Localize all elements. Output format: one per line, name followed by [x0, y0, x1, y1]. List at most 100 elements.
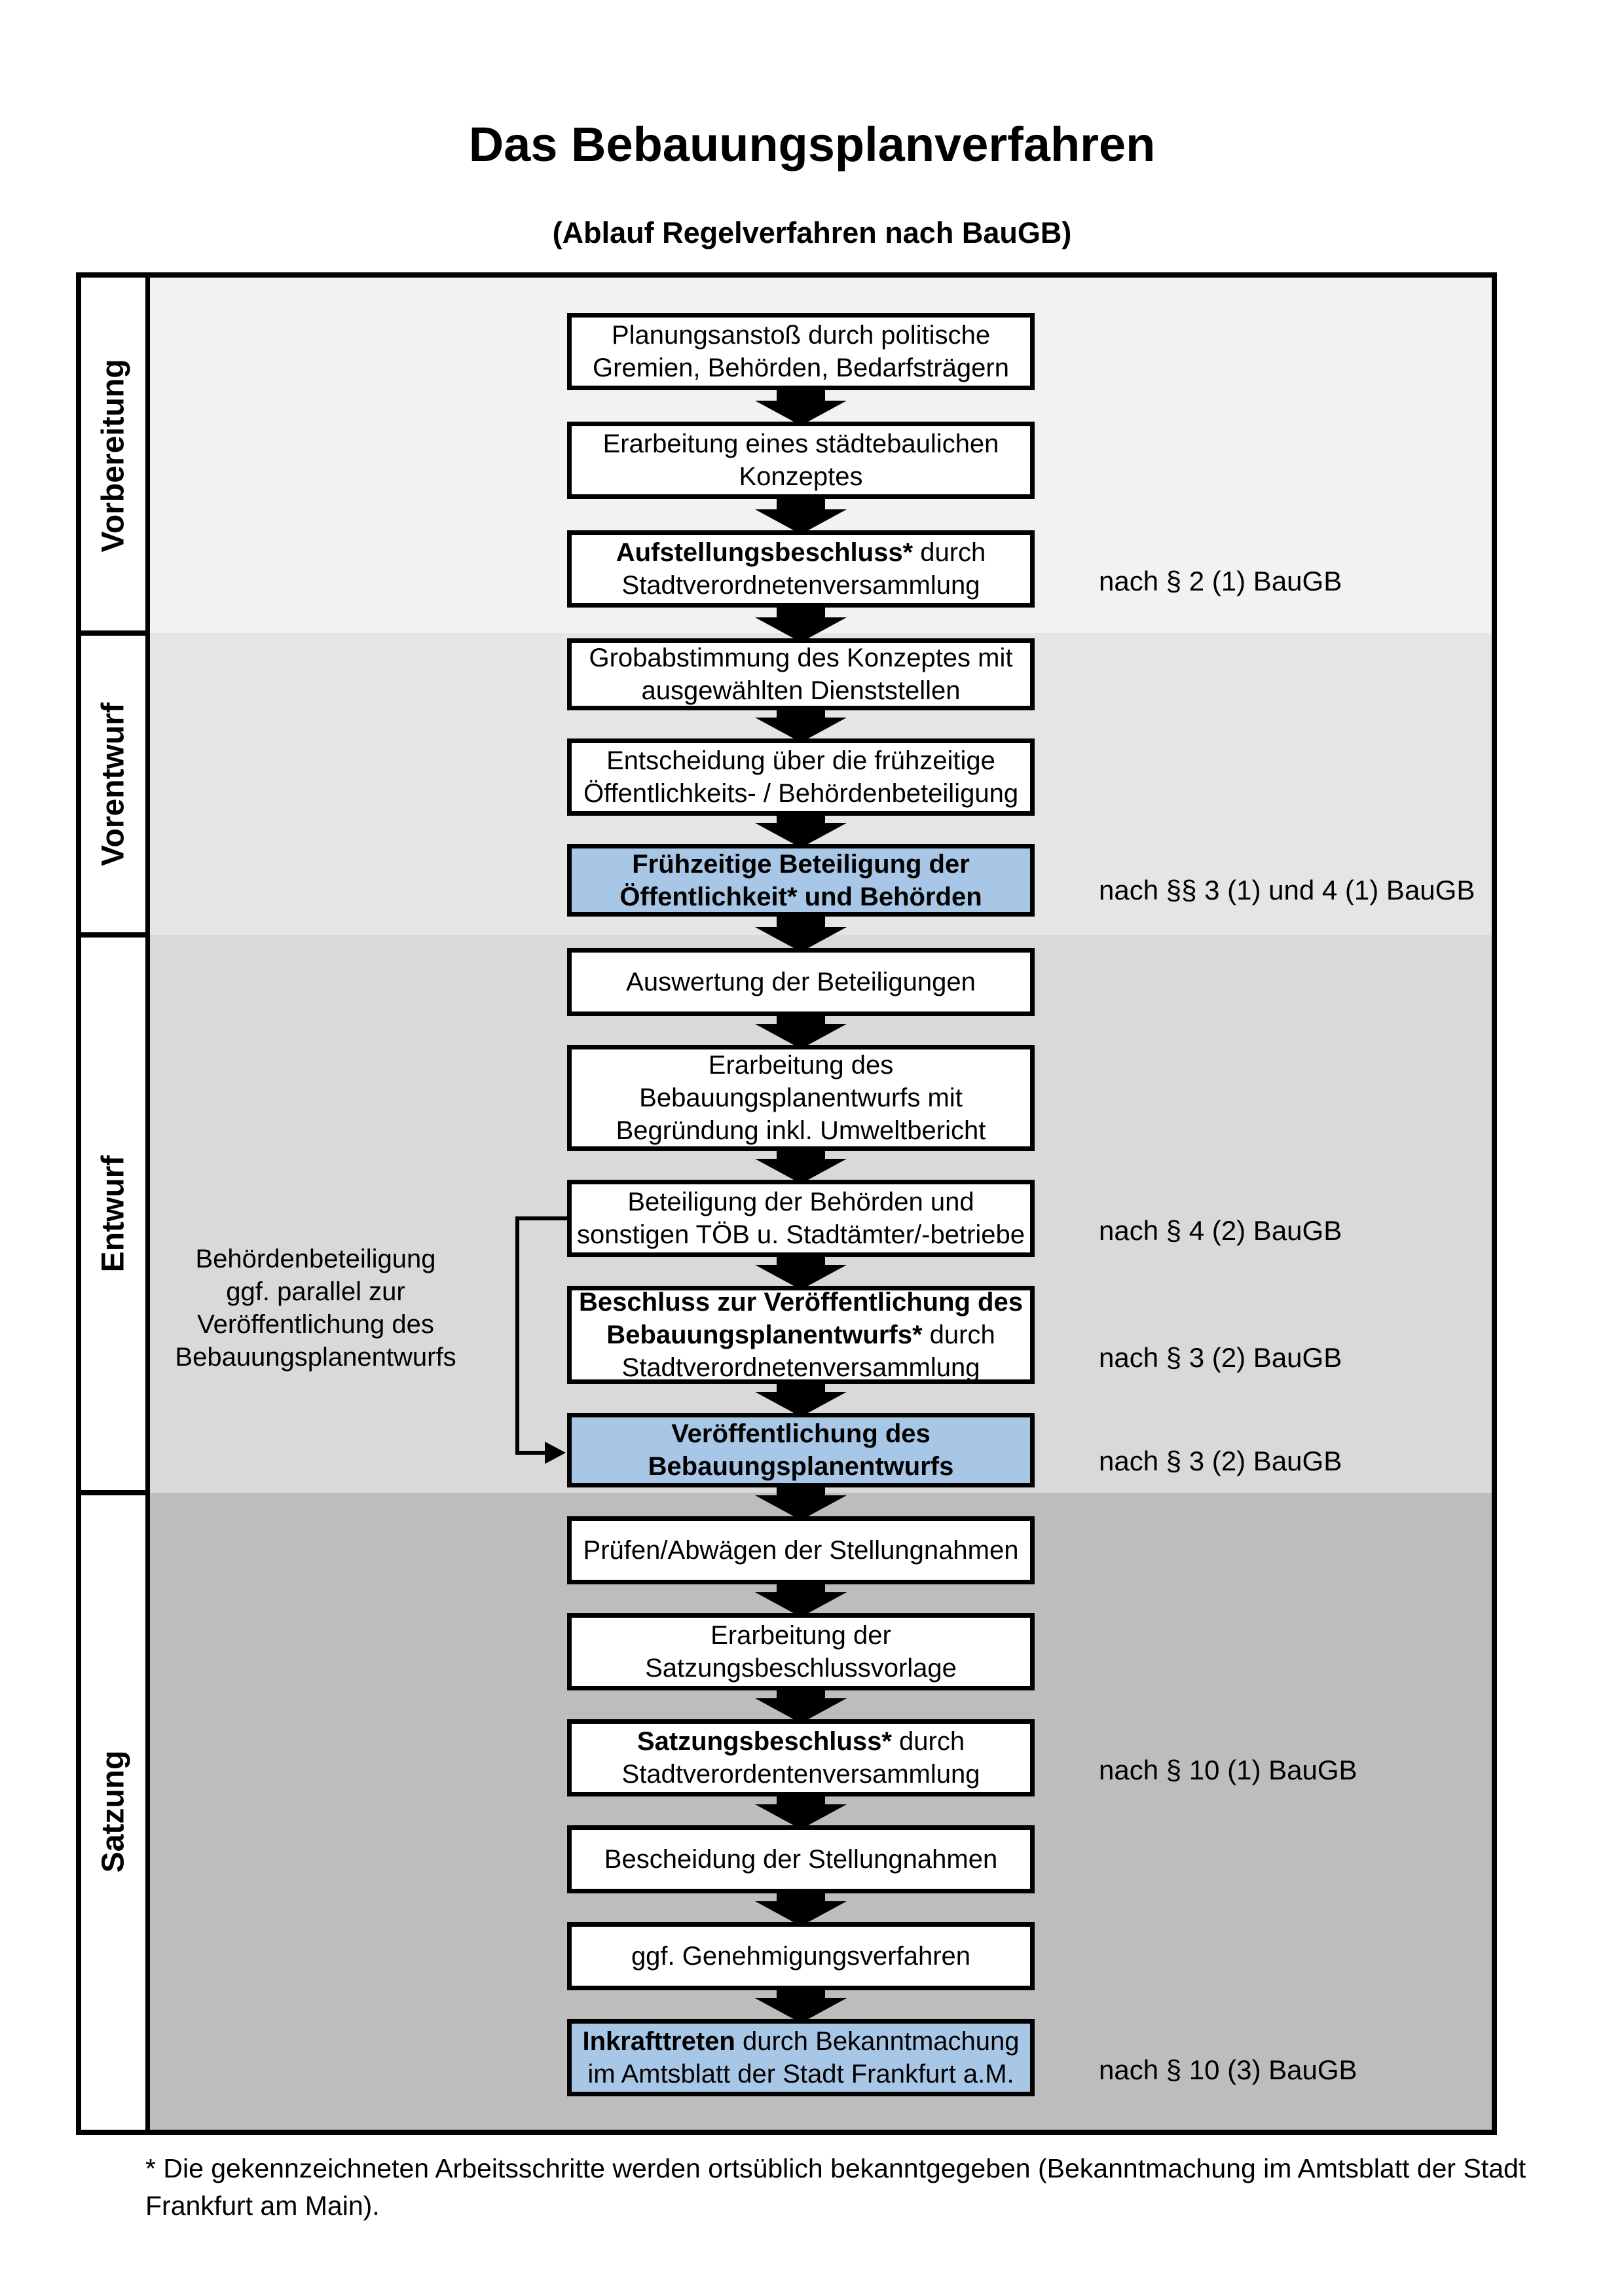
flow-step: Auswertung der Beteiligungen [567, 948, 1035, 1016]
step-text-line: Satzungsbeschluss* durch [637, 1727, 965, 1756]
arrow-head [755, 1901, 847, 1926]
step-text-line: Öffentlichkeits- / Behördenbeteiligung [583, 779, 1019, 808]
step-text-line: Veröffentlichung des [671, 1419, 931, 1448]
annotation-line: Bebauungsplanentwurfs [175, 1343, 456, 1372]
arrow-shaft [777, 812, 825, 823]
step-text-line: sonstigen TÖB u. Stadtämter/-betriebe [576, 1220, 1025, 1249]
phase-divider [81, 932, 145, 938]
step-text-line: Entscheidung über die frühzeitige [606, 746, 995, 775]
step-text-line: Beteiligung der Behörden und [627, 1188, 974, 1216]
arrow-head [755, 823, 847, 848]
step-text-line: Begründung inkl. Umweltbericht [616, 1116, 986, 1145]
arrow-shaft [777, 386, 825, 401]
step-text-line: Stadtverordentenversammlung [621, 1760, 980, 1789]
footnote: * Die gekennzeichneten Arbeitsschritte w… [145, 2150, 1534, 2225]
arrow-shaft [777, 1253, 825, 1265]
arrow-shaft [777, 1686, 825, 1698]
arrow-head [755, 509, 847, 534]
step-text-line: ausgewählten Dienststellen [641, 676, 961, 705]
arrow-head [755, 1998, 847, 2023]
step-text-line: Frühzeitige Beteiligung der [632, 849, 970, 879]
connector-horizontal-bottom [515, 1451, 547, 1455]
step-text-line: Erarbeitung der [710, 1621, 891, 1650]
step-text-line: Grobabstimmung des Konzeptes mit [589, 644, 1013, 672]
annotation-line: Veröffentlichung des [197, 1310, 434, 1339]
flow-step-highlighted: Inkrafttreten durch Bekanntmachung im Amt… [567, 2019, 1035, 2096]
step-text-line: Bescheidung der Stellungnahmen [604, 1845, 998, 1874]
step-text-line: Planungsanstoß durch politische [611, 321, 991, 350]
arrow-head [755, 1392, 847, 1417]
arrow-shaft [777, 1147, 825, 1159]
step-text-line: ggf. Genehmigungsverfahren [631, 1942, 971, 1971]
connector-vertical [515, 1216, 519, 1455]
page-title: Das Bebauungsplanverfahren [468, 117, 1156, 172]
arrow-head [755, 1804, 847, 1829]
arrow-shaft [777, 1484, 825, 1495]
step-text-line: Öffentlichkeit* und Behörden [619, 882, 982, 911]
arrow-shaft [777, 1793, 825, 1804]
step-text-line: Stadtverordnetenversammlung [621, 571, 980, 600]
arrow-head [755, 1495, 847, 1520]
label-column-border [145, 278, 150, 2130]
arrow-head [755, 718, 847, 742]
step-text-line: Konzeptes [739, 462, 863, 491]
step-text-line: Bebauungsplanentwurfs mit [639, 1084, 963, 1112]
arrow-shaft [777, 1012, 825, 1024]
connector-horizontal-top [515, 1216, 567, 1220]
arrow-head [755, 1265, 847, 1290]
arrow-shaft [777, 1580, 825, 1592]
step-text-line: Auswertung der Beteiligungen [626, 968, 976, 996]
arrow-head [755, 1159, 847, 1184]
arrow-head [755, 401, 847, 426]
arrow-shaft [777, 495, 825, 509]
step-text-line: Inkrafttreten durch Bekanntmachung [582, 2027, 1020, 2056]
step-text-line: Bebauungsplanentwurfs [648, 1452, 954, 1481]
legal-reference: nach § 4 (2) BauGB [1099, 1215, 1342, 1246]
step-text-line: Erarbeitung eines städtebaulichen [602, 429, 999, 458]
step-text-line: Prüfen/Abwägen der Stellungnahmen [583, 1536, 1019, 1565]
legal-reference: nach § 3 (2) BauGB [1099, 1446, 1342, 1476]
legal-reference: nach § 3 (2) BauGB [1099, 1342, 1342, 1373]
step-text-line: Stadtverordnetenversammlung [621, 1353, 980, 1382]
step-text-line: Aufstellungsbeschluss* durch [616, 538, 986, 567]
legal-reference: nach § 10 (3) BauGB [1099, 2054, 1357, 2085]
step-text-line: Satzungsbeschlussvorlage [645, 1654, 957, 1683]
arrow-head [755, 1592, 847, 1617]
annotation-line: Behördenbeteiligung [195, 1245, 436, 1273]
step-text-line: im Amtsblatt der Stadt Frankfurt a.M. [587, 2060, 1014, 2088]
connector-arrow-head [545, 1442, 566, 1464]
arrow-shaft [777, 913, 825, 927]
arrow-head [755, 1698, 847, 1723]
arrow-shaft [777, 1889, 825, 1901]
arrow-shaft [777, 604, 825, 617]
legal-reference: nach § 2 (1) BauGB [1099, 566, 1342, 596]
page-subtitle: (Ablauf Regelverfahren nach BauGB) [552, 216, 1072, 249]
step-text-line: Bebauungsplanentwurfs* durch [606, 1321, 995, 1349]
footnote-line: Frankfurt am Main). [145, 2191, 380, 2221]
phase-divider [81, 630, 145, 636]
footnote-line: * Die gekennzeichneten Arbeitsschritte w… [145, 2153, 1526, 2183]
flow-step: Bescheidung der Stellungnahmen [567, 1825, 1035, 1893]
legal-reference: nach §§ 3 (1) und 4 (1) BauGB [1099, 875, 1475, 905]
annotation-line: ggf. parallel zur [226, 1277, 405, 1306]
arrow-head [755, 617, 847, 642]
legal-reference: nach § 10 (1) BauGB [1099, 1755, 1357, 1785]
arrow-head [755, 927, 847, 952]
step-text-line: Gremien, Behörden, Bedarfsträgern [593, 354, 1009, 382]
arrow-head [755, 1024, 847, 1049]
arrow-shaft [777, 1380, 825, 1392]
phase-divider [81, 1490, 145, 1495]
arrow-shaft [777, 1986, 825, 1998]
step-text-line: Beschluss zur Veröffentlichung des [579, 1288, 1023, 1317]
arrow-shaft [777, 706, 825, 718]
step-text-line: Erarbeitung des [708, 1051, 894, 1080]
